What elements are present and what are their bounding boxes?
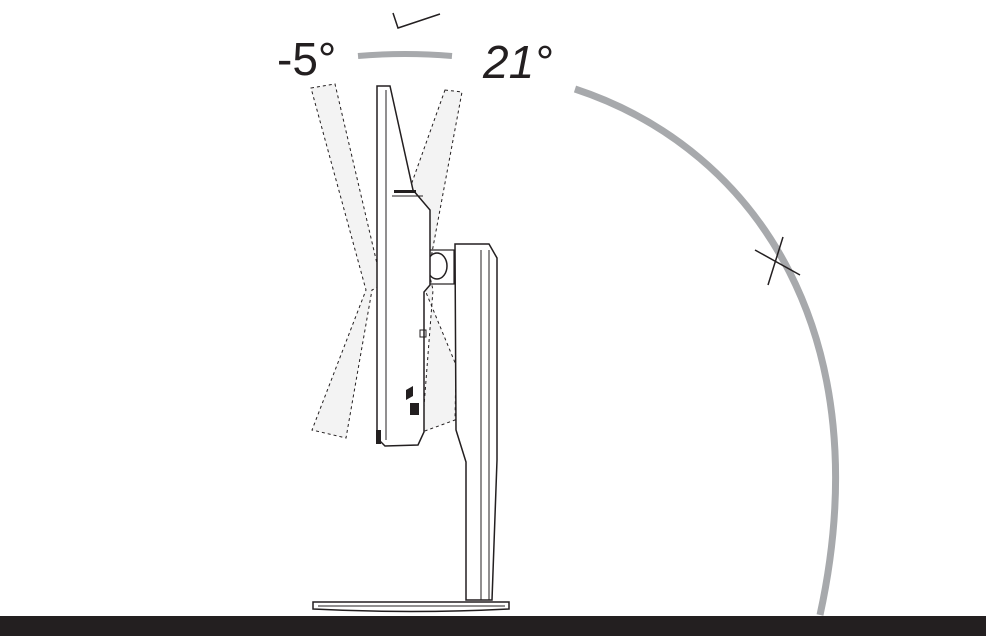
floor-surface bbox=[0, 616, 986, 636]
monitor-body bbox=[376, 85, 431, 447]
speaker-grille bbox=[410, 403, 419, 415]
arc-cross-mark-b bbox=[767, 236, 784, 286]
stand-base bbox=[312, 601, 510, 613]
monitor-vent bbox=[394, 190, 416, 193]
port-icon bbox=[419, 329, 427, 338]
ghost-monitor-tilted-back bbox=[310, 83, 383, 439]
arc-cross-mark-a bbox=[754, 249, 801, 276]
forward-tilt-label: -5° bbox=[277, 33, 336, 85]
monitor-foot bbox=[376, 430, 381, 444]
forward-tilt-arc bbox=[357, 51, 453, 59]
audio-port-icon bbox=[406, 386, 413, 400]
angle-tick-mark bbox=[392, 12, 441, 29]
stand-neck bbox=[454, 243, 498, 601]
backward-tilt-label: 21° bbox=[482, 36, 553, 88]
backward-tilt-arc bbox=[573, 85, 840, 616]
